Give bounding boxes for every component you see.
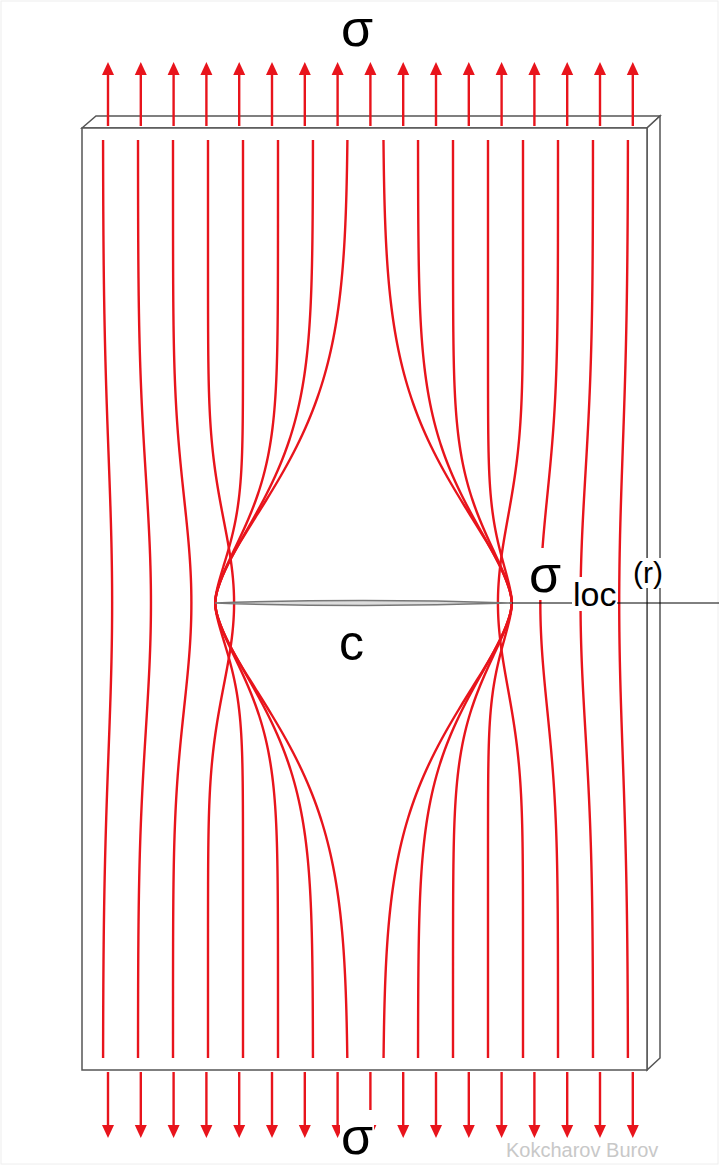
arrow-shaft bbox=[304, 1072, 306, 1128]
stress-line bbox=[215, 140, 243, 1058]
arrow-shaft bbox=[205, 72, 207, 126]
arrow-head bbox=[594, 62, 606, 75]
arrow-head bbox=[397, 1125, 409, 1138]
arrow-shaft bbox=[238, 72, 240, 126]
arrow-head bbox=[528, 1125, 540, 1138]
arrow-shaft bbox=[140, 72, 142, 126]
crack-length: c bbox=[338, 618, 365, 668]
arrow-head bbox=[463, 62, 475, 75]
stress-line bbox=[208, 140, 234, 1058]
arrow-head bbox=[463, 1125, 475, 1138]
arrow-shaft bbox=[107, 1072, 109, 1128]
stress-line bbox=[173, 140, 191, 1058]
stress-symbol: σ bbox=[340, 1110, 374, 1162]
arrow-head bbox=[364, 62, 376, 75]
arrow-shaft bbox=[238, 1072, 240, 1128]
arrow-shaft bbox=[533, 1072, 535, 1128]
plate-face bbox=[82, 128, 647, 1070]
arrow-head bbox=[102, 1125, 114, 1138]
arrow-shaft bbox=[599, 72, 601, 126]
arrow-shaft bbox=[468, 72, 470, 126]
arrow-shaft bbox=[533, 72, 535, 126]
arrow-head bbox=[594, 1125, 606, 1138]
load-arrows bbox=[102, 62, 639, 1138]
arrow-shaft bbox=[435, 1072, 437, 1128]
arrow-head bbox=[168, 62, 180, 75]
arrow-head bbox=[266, 1125, 278, 1138]
arrow-shaft bbox=[271, 72, 273, 126]
arrow-shaft bbox=[172, 72, 174, 126]
stress-line bbox=[215, 140, 347, 1058]
arrow-head bbox=[299, 1125, 311, 1138]
arrow-head bbox=[627, 1125, 639, 1138]
arrow-head bbox=[200, 62, 212, 75]
arrow-shaft bbox=[140, 1072, 142, 1128]
arrow-shaft bbox=[304, 72, 306, 126]
arrow-head bbox=[233, 62, 245, 75]
arrow-head bbox=[496, 62, 508, 75]
arrow-shaft bbox=[599, 1072, 601, 1128]
arrow-shaft bbox=[402, 1072, 404, 1128]
arrow-shaft bbox=[632, 1072, 634, 1128]
arrow-head bbox=[561, 62, 573, 75]
arrow-head bbox=[496, 1125, 508, 1138]
arrow-head bbox=[430, 1125, 442, 1138]
arrow-shaft bbox=[468, 1072, 470, 1128]
arrow-shaft bbox=[566, 72, 568, 126]
stress-lines bbox=[103, 140, 628, 1058]
arrow-head bbox=[397, 62, 409, 75]
stress-line bbox=[103, 140, 112, 1058]
stress-line bbox=[215, 140, 313, 1058]
arrow-shaft bbox=[500, 1072, 502, 1128]
local-stress-symbol: σ bbox=[528, 548, 562, 600]
arrow-head bbox=[561, 1125, 573, 1138]
watermark: Kokcharov Burov bbox=[505, 1140, 659, 1160]
arrow-head bbox=[135, 62, 147, 75]
arrow-shaft bbox=[205, 1072, 207, 1128]
arrow-shaft bbox=[369, 72, 371, 126]
arrow-shaft bbox=[632, 72, 634, 126]
arrow-head bbox=[528, 62, 540, 75]
arrow-shaft bbox=[336, 1072, 338, 1128]
arrow-shaft bbox=[402, 72, 404, 126]
arrow-shaft bbox=[435, 72, 437, 126]
arrow-head bbox=[332, 62, 344, 75]
arrow-head bbox=[430, 62, 442, 75]
subscript: loc bbox=[572, 577, 617, 611]
arrow-head bbox=[135, 1125, 147, 1138]
arrow-head bbox=[233, 1125, 245, 1138]
stress-line bbox=[619, 140, 628, 1058]
arrow-head bbox=[168, 1125, 180, 1138]
arrow-shaft bbox=[566, 1072, 568, 1128]
arrow-head bbox=[200, 1125, 212, 1138]
stress-line bbox=[488, 140, 512, 1058]
arrow-shaft bbox=[500, 72, 502, 126]
function-argument: (r) bbox=[632, 558, 664, 588]
arrow-head bbox=[627, 62, 639, 75]
arrow-head bbox=[299, 62, 311, 75]
arrow-shaft bbox=[172, 1072, 174, 1128]
arrow-shaft bbox=[336, 72, 338, 126]
arrow-head bbox=[266, 62, 278, 75]
plate-side-face bbox=[647, 116, 660, 1070]
stress-symbol: σ bbox=[340, 2, 374, 54]
stress-line bbox=[498, 140, 523, 1058]
arrow-shaft bbox=[271, 1072, 273, 1128]
stress-line bbox=[453, 140, 512, 1058]
arrow-shaft bbox=[107, 72, 109, 126]
stress-line bbox=[215, 140, 278, 1058]
stress-line bbox=[383, 140, 511, 1058]
stress-line bbox=[138, 140, 151, 1058]
arrow-head bbox=[102, 62, 114, 75]
crack bbox=[215, 601, 512, 606]
